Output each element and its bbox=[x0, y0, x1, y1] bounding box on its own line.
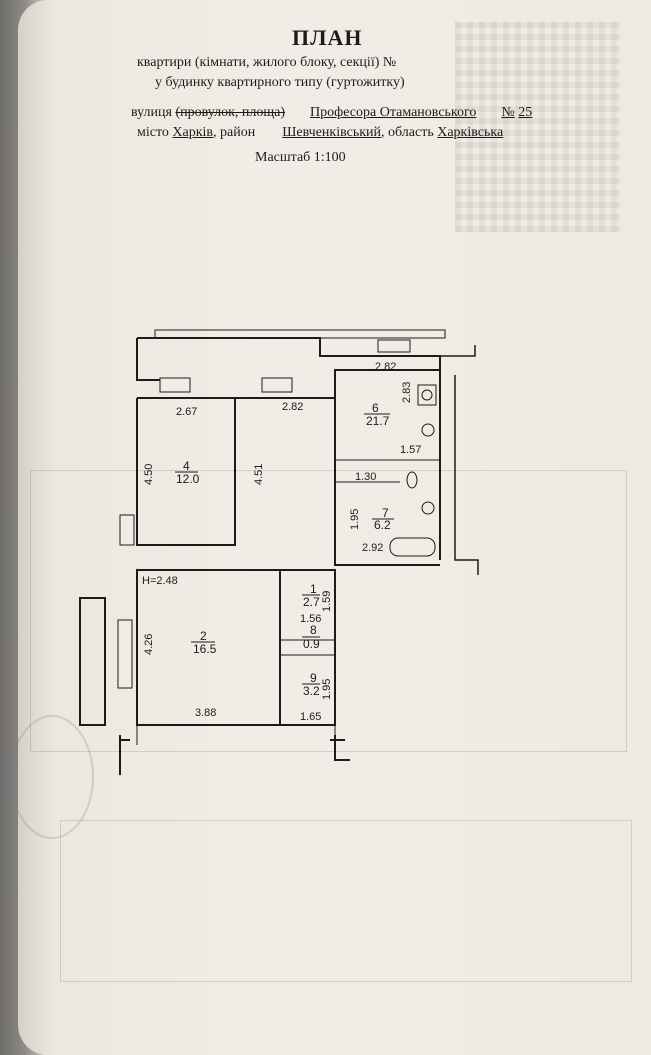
oblast-name: Харківська bbox=[437, 125, 504, 140]
dim-283: 2.83 bbox=[401, 382, 413, 403]
dim-195a: 1.95 bbox=[349, 509, 361, 530]
dim-282a: 2.82 bbox=[282, 401, 303, 413]
dim-156: 1.56 bbox=[300, 613, 321, 625]
street-struck-label: (провулок, площа) bbox=[175, 105, 286, 120]
city-label: місто bbox=[137, 125, 169, 140]
room-1-area: 2.7 bbox=[303, 595, 320, 609]
toilet-icon bbox=[406, 471, 418, 489]
entry-right bbox=[330, 735, 350, 761]
room-7-area: 6.2 bbox=[374, 518, 391, 532]
scale-label: Масштаб 1:100 bbox=[255, 150, 346, 165]
address-city-line: місто Харків, район Шевченківський, обла… bbox=[137, 125, 504, 140]
dim-130: 1.30 bbox=[355, 471, 376, 483]
window-room4 bbox=[159, 377, 191, 393]
dim-451: 4.51 bbox=[253, 464, 265, 485]
room7-walls bbox=[334, 370, 440, 566]
header-line-apartment: квартири (кімнати, жилого блоку, секції)… bbox=[137, 55, 397, 70]
room-1-number: 1 bbox=[310, 582, 317, 596]
stamp-ghost bbox=[10, 715, 94, 839]
district-name: Шевченківський bbox=[282, 125, 382, 140]
show-through-table-lower bbox=[60, 820, 632, 982]
dim-157: 1.57 bbox=[400, 444, 421, 456]
show-through-table bbox=[30, 470, 627, 752]
room-2-number: 2 bbox=[200, 629, 207, 643]
room-9-area: 3.2 bbox=[303, 684, 320, 698]
right-step-top bbox=[440, 345, 476, 357]
window-room6b bbox=[377, 339, 411, 353]
dim-282b: 2.82 bbox=[375, 361, 396, 373]
room-7-number: 7 bbox=[382, 506, 389, 520]
room-2-area: 16.5 bbox=[193, 642, 217, 656]
room-4-number: 4 bbox=[183, 459, 190, 473]
room-4-area: 12.0 bbox=[176, 472, 200, 486]
entry-jambs bbox=[136, 725, 336, 745]
window-room2-side bbox=[117, 619, 133, 689]
dim-195b: 1.95 bbox=[321, 679, 333, 700]
washbasin-icon bbox=[421, 501, 435, 515]
stove-burner-icon bbox=[421, 389, 433, 401]
city-name: Харків bbox=[172, 125, 214, 140]
wall-top-left bbox=[136, 338, 175, 381]
dim-292: 2.92 bbox=[362, 542, 383, 554]
balcony bbox=[79, 597, 106, 726]
plan-windows bbox=[117, 339, 411, 689]
district-label: район bbox=[220, 125, 256, 140]
dim-450: 4.50 bbox=[143, 464, 155, 485]
room-6-area: 21.7 bbox=[366, 414, 390, 428]
header-line-building: у будинку квартирного типу (гуртожитку) bbox=[155, 75, 405, 90]
room-9-number: 9 bbox=[310, 671, 317, 685]
right-step-bottom bbox=[454, 375, 479, 575]
stove-icon bbox=[417, 384, 437, 406]
window-room6a bbox=[261, 377, 293, 393]
dim-267: 2.67 bbox=[176, 406, 197, 418]
plan-fixtures bbox=[389, 384, 437, 557]
ceiling-height: H=2.48 bbox=[142, 575, 178, 587]
corridor-walls bbox=[280, 569, 336, 726]
dim-165: 1.65 bbox=[300, 711, 321, 723]
qr-code-ghost bbox=[455, 22, 620, 232]
sink-icon bbox=[421, 423, 435, 437]
room-8-area: 0.9 bbox=[303, 637, 320, 651]
house-number: 25 bbox=[518, 105, 533, 120]
plan-walls bbox=[79, 329, 479, 775]
window-room4-side bbox=[119, 514, 135, 546]
room-8-number: 8 bbox=[310, 623, 317, 637]
street-label: вулиця bbox=[131, 105, 172, 120]
address-street-line: вулиця (провулок, площа) Професора Отама… bbox=[131, 105, 532, 121]
dim-388: 3.88 bbox=[195, 707, 216, 719]
page-title: ПЛАН bbox=[292, 25, 363, 50]
dim-426: 4.26 bbox=[143, 634, 155, 655]
wall-lintel bbox=[154, 329, 446, 339]
street-name: Професора Отамановського bbox=[310, 105, 477, 120]
bathtub-icon bbox=[389, 537, 436, 557]
oblast-label: область bbox=[388, 125, 434, 140]
house-number-label: № bbox=[501, 105, 515, 120]
entry-left bbox=[119, 735, 130, 775]
room-6-number: 6 bbox=[372, 401, 379, 415]
dim-159: 1.59 bbox=[321, 591, 333, 612]
